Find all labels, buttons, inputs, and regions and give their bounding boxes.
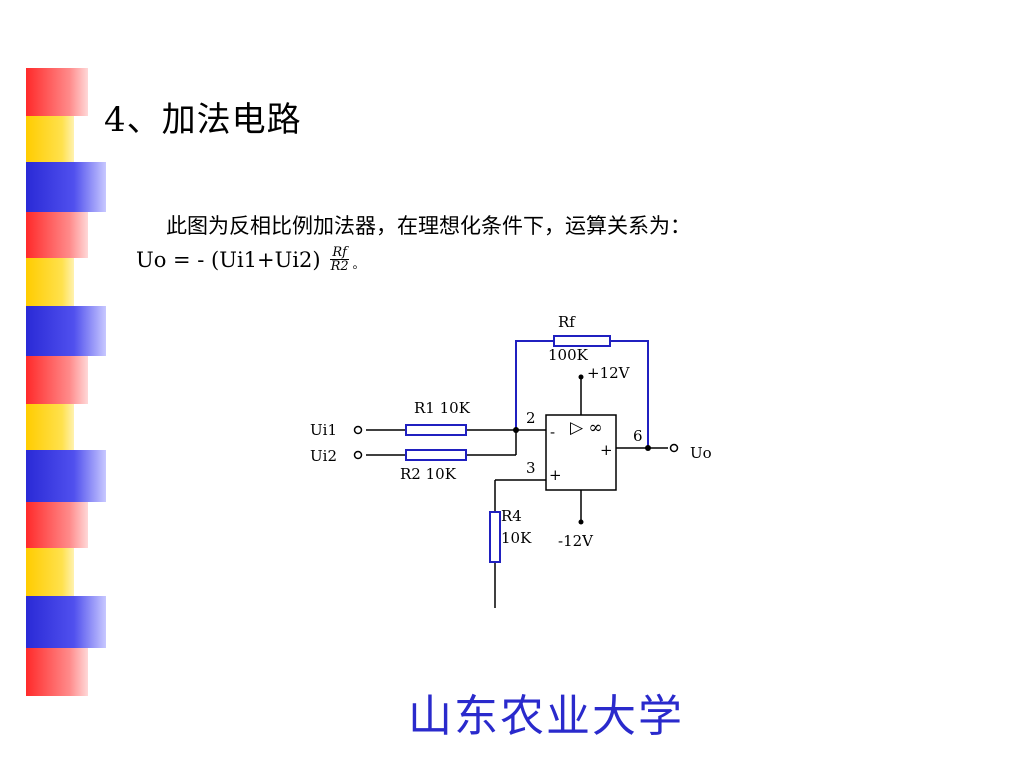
label-minus-input: - [550,423,555,441]
deco-block-blue [26,162,106,212]
label-plus-input: + [549,466,562,484]
deco-block-red [26,68,88,116]
resistor-r2 [405,449,467,461]
terminal-ui2 [353,450,363,460]
deco-block-red [26,502,88,548]
wire-feedback-left [515,340,554,430]
dot-vpos [578,374,584,380]
label-r1: R1 10K [414,399,471,417]
deco-block-blue [26,306,106,356]
decorative-strip [0,0,120,768]
deco-block-red [26,212,88,258]
formula: Uo = - (Ui1+Ui2) Rf R2 。 [136,246,365,273]
junction-dot-input [513,427,519,433]
deco-block-blue [26,450,106,502]
university-name: 山东农业大学 [408,691,684,742]
resistor-rf [553,335,611,347]
label-uo: Uo [690,444,712,462]
label-rf-value: 100K [548,346,589,364]
label-ui2: Ui2 [310,447,337,465]
description-text: 此图为反相比例加法器，在理想化条件下，运算关系为： [166,214,691,238]
resistor-r4 [489,511,501,563]
label-pin-3: 3 [526,459,536,477]
formula-suffix: 。 [352,257,365,271]
label-ui1: Ui1 [310,421,337,439]
label-rf: Rf [558,313,576,331]
deco-block-red [26,356,88,404]
terminal-uo [669,443,679,453]
label-pin-2: 2 [526,409,536,427]
deco-block-red [26,648,88,696]
label-pin-6: 6 [633,427,643,445]
wire-feedback-right [610,340,649,448]
label-r4: R4 [501,507,522,525]
fraction-denominator: R2 [330,259,349,274]
resistor-r1 [405,424,467,436]
label-vneg: -12V [558,532,594,550]
formula-prefix: Uo = - (Ui1+Ui2) [136,247,321,272]
label-plus-output: + [600,441,613,459]
deco-block-yellow [26,404,74,450]
terminal-ui1 [353,425,363,435]
deco-block-yellow [26,548,74,596]
deco-block-blue [26,596,106,648]
deco-block-yellow [26,116,74,162]
slide-title: 4、加法电路 [104,100,302,140]
label-r4-value: 10K [501,529,532,547]
formula-fraction: Rf R2 [329,246,351,273]
deco-block-yellow [26,258,74,306]
dot-vneg [578,519,584,525]
opamp-body [545,414,617,491]
opamp-symbol-icon: ▷ ∞ [570,418,603,438]
fraction-numerator: Rf [330,245,349,260]
label-r2: R2 10K [400,465,457,483]
label-vpos: +12V [587,364,631,382]
adder-circuit-diagram: Rf 100K +12V R1 10K Ui1 Ui2 R2 10K 2 3 6… [310,313,712,608]
junction-dot-output [645,445,651,451]
